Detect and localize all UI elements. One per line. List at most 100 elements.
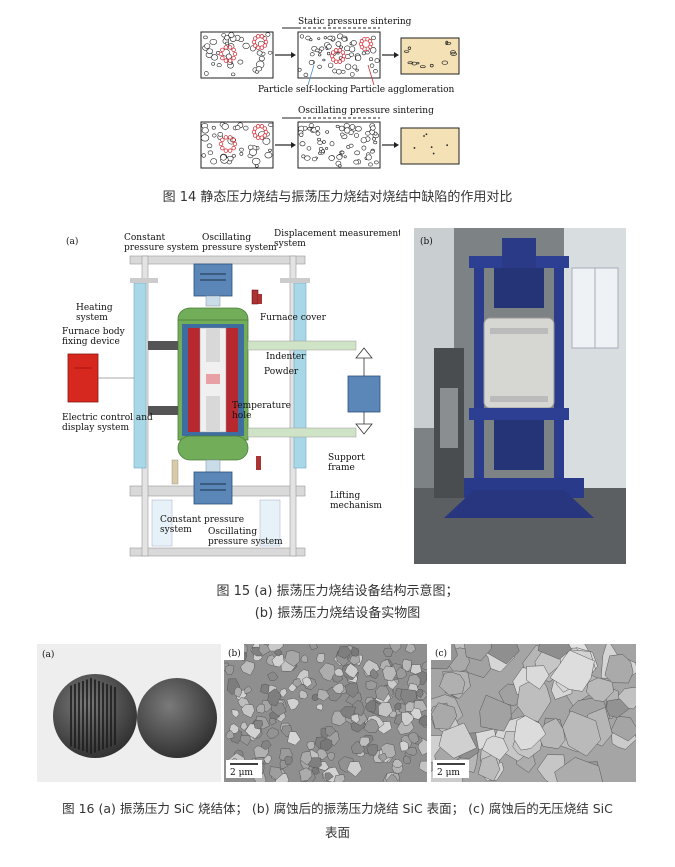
grain (418, 714, 427, 727)
particle (327, 62, 334, 68)
grain (516, 675, 552, 722)
grain (279, 687, 288, 698)
grain (537, 644, 572, 660)
agglomerate-particle (255, 135, 261, 140)
agglomerate-particle (263, 39, 269, 45)
particle (321, 149, 325, 153)
defects-static (403, 40, 457, 69)
agglomerate-particle (340, 57, 346, 62)
grain (513, 715, 547, 751)
particle (340, 150, 345, 155)
grain (284, 755, 293, 766)
particle (209, 38, 218, 45)
particle (212, 133, 217, 138)
defect-pore (407, 46, 412, 50)
particle (323, 36, 328, 40)
particle (327, 51, 331, 56)
agglomerate-particle (220, 137, 225, 143)
particle (237, 59, 244, 65)
particle (325, 130, 330, 134)
particle (322, 140, 326, 144)
agglomerate-particle (259, 34, 265, 39)
particle (211, 125, 216, 130)
sample-plain (137, 678, 217, 758)
grain (404, 746, 418, 756)
particle (332, 68, 338, 74)
grain (549, 649, 595, 692)
particle (369, 63, 375, 68)
particle (211, 62, 216, 66)
particles-static-initial (202, 32, 273, 77)
figure-16b-surface: (b) 2 μm (224, 644, 427, 782)
agglomerate-particle (220, 55, 225, 61)
defect-pore (430, 146, 433, 149)
particles-osc-initial (200, 121, 274, 168)
scale-16c: 2 μm (437, 768, 460, 778)
particle (355, 125, 362, 132)
grain (267, 671, 279, 681)
particle (361, 145, 367, 151)
grain (404, 701, 415, 712)
grain (394, 702, 402, 710)
grain (318, 662, 337, 682)
grain (438, 722, 477, 759)
particle (225, 53, 232, 60)
agglomerate-particle (367, 38, 373, 44)
grain (365, 680, 378, 690)
particle (341, 37, 347, 42)
agglomerate-particle (231, 47, 236, 53)
defect-pore (445, 40, 449, 45)
particle (216, 63, 222, 68)
grain (363, 718, 380, 734)
particle (335, 41, 342, 47)
particle (299, 34, 305, 39)
grain (244, 685, 252, 695)
grain (302, 676, 313, 688)
agglomerate-particle (337, 48, 343, 53)
particle (262, 137, 271, 145)
particle (203, 35, 208, 40)
particle (309, 38, 313, 42)
particle (315, 48, 320, 53)
figure-16a-photo: (a) (37, 644, 221, 782)
agglomerate-particle (333, 48, 339, 53)
particle (329, 141, 335, 147)
particle (207, 150, 214, 155)
agglomerate-particle (252, 133, 258, 138)
particle (365, 50, 370, 55)
agglomerate-particle (252, 43, 258, 48)
particle (348, 143, 354, 148)
figure-15a-schematic: (a) (62, 229, 400, 557)
defect-pore (413, 147, 416, 149)
label-oscillating-top-2: pressure system (202, 243, 277, 253)
grain (385, 773, 399, 782)
particle (315, 125, 320, 131)
grain (344, 663, 359, 679)
particles-static-pressed (297, 33, 380, 77)
particle (373, 131, 378, 136)
figure-15-caption-line2: (b) 振荡压力烧结设备实物图 (254, 606, 421, 621)
figure-14-caption: 图 14 静态压力烧结与振荡压力烧结对烧结中缺陷的作用对比 (162, 190, 513, 205)
grain (287, 731, 302, 746)
grain (233, 686, 243, 698)
grain (604, 654, 634, 684)
defects-osc (413, 133, 449, 155)
figure-14-diagram: Static pressure sintering Particle self-… (200, 17, 460, 169)
label-powder: Powder (264, 367, 299, 377)
particle (352, 64, 358, 70)
particle (344, 127, 351, 134)
grain (224, 664, 235, 676)
agglomerate-particle (231, 137, 236, 143)
panel-16b-label: (b) (228, 648, 241, 659)
grain (258, 644, 271, 656)
particle (211, 54, 219, 61)
agglomerate-particle (218, 51, 224, 57)
grain (325, 726, 337, 737)
grain (375, 685, 390, 702)
grain (331, 682, 345, 695)
label-agglomeration: Particle agglomeration (350, 85, 455, 95)
label-furnace-body-2: fixing device (62, 337, 120, 347)
agglomerate-particle (262, 126, 268, 131)
particle (231, 154, 236, 158)
particle (297, 67, 302, 72)
